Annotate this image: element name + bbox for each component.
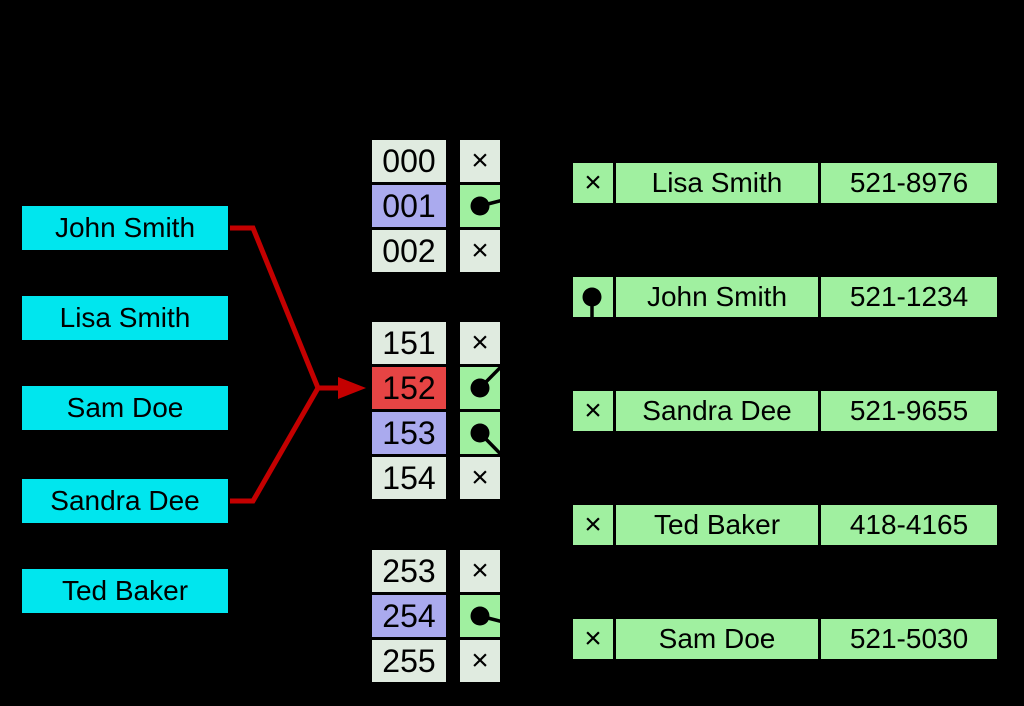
record-ted-name: Ted Baker [613, 502, 821, 548]
bucket-slot-254-pointer [457, 592, 503, 640]
record-sandra-name: Sandra Dee [613, 388, 821, 434]
bucket-index-253: 253 [369, 547, 449, 595]
record-sam-next-empty-icon: × [570, 616, 616, 662]
record-lisa-name: Lisa Smith [613, 160, 821, 206]
bucket-row-001: 001 [369, 182, 503, 230]
collision-arrowhead [338, 377, 366, 399]
record-ted-next-empty-icon: × [570, 502, 616, 548]
record-sandra-phone: 521-9655 [818, 388, 1000, 434]
bucket-index-000: 000 [369, 137, 449, 185]
bucket-row-255: 255 × [369, 637, 503, 685]
record-sandra-next-empty-icon: × [570, 388, 616, 434]
bucket-row-151: 151 × [369, 319, 503, 367]
key-sam-doe: Sam Doe [22, 386, 228, 430]
record-lisa-phone: 521-8976 [818, 160, 1000, 206]
bucket-row-000: 000 × [369, 137, 503, 185]
bucket-row-153: 153 [369, 409, 503, 457]
record-john-name: John Smith [613, 274, 821, 320]
bucket-slot-002-empty-icon: × [457, 227, 503, 275]
key-lisa-smith: Lisa Smith [22, 296, 228, 340]
bucket-group-000-002: 000 × 001 002 × [369, 137, 503, 275]
bucket-slot-001-pointer [457, 182, 503, 230]
bucket-row-002: 002 × [369, 227, 503, 275]
bucket-slot-152-pointer [457, 364, 503, 412]
bucket-slot-153-pointer [457, 409, 503, 457]
bucket-group-253-255: 253 × 254 255 × [369, 547, 503, 685]
bucket-slot-154-empty-icon: × [457, 454, 503, 502]
key-ted-baker: Ted Baker [22, 569, 228, 613]
bucket-row-254: 254 [369, 592, 503, 640]
bucket-slot-255-empty-icon: × [457, 637, 503, 685]
record-sam-doe: × Sam Doe 521-5030 [570, 616, 1000, 662]
bucket-slot-253-empty-icon: × [457, 547, 503, 595]
key-sandra-dee: Sandra Dee [22, 479, 228, 523]
record-john-smith: John Smith 521-1234 [570, 274, 1000, 320]
record-john-phone: 521-1234 [818, 274, 1000, 320]
record-sam-name: Sam Doe [613, 616, 821, 662]
bucket-index-151: 151 [369, 319, 449, 367]
bucket-row-152: 152 [369, 364, 503, 412]
bucket-slot-000-empty-icon: × [457, 137, 503, 185]
record-sandra-dee: × Sandra Dee 521-9655 [570, 388, 1000, 434]
bucket-slot-151-empty-icon: × [457, 319, 503, 367]
record-lisa-smith: × Lisa Smith 521-8976 [570, 160, 1000, 206]
record-lisa-next-empty-icon: × [570, 160, 616, 206]
collision-arrow-sandra-dee [230, 386, 321, 504]
bucket-index-255: 255 [369, 637, 449, 685]
bucket-index-254: 254 [369, 592, 449, 640]
bucket-row-154: 154 × [369, 454, 503, 502]
record-john-next-pointer [570, 274, 616, 320]
bucket-index-001: 001 [369, 182, 449, 230]
bucket-index-154: 154 [369, 454, 449, 502]
key-john-smith: John Smith [22, 206, 228, 250]
collision-arrow-john-smith [230, 225, 341, 391]
bucket-index-152: 152 [369, 364, 449, 412]
record-sam-phone: 521-5030 [818, 616, 1000, 662]
record-ted-baker: × Ted Baker 418-4165 [570, 502, 1000, 548]
record-ted-phone: 418-4165 [818, 502, 1000, 548]
bucket-group-151-154: 151 × 152 153 154 × [369, 319, 503, 502]
bucket-row-253: 253 × [369, 547, 503, 595]
bucket-index-002: 002 [369, 227, 449, 275]
bucket-index-153: 153 [369, 409, 449, 457]
